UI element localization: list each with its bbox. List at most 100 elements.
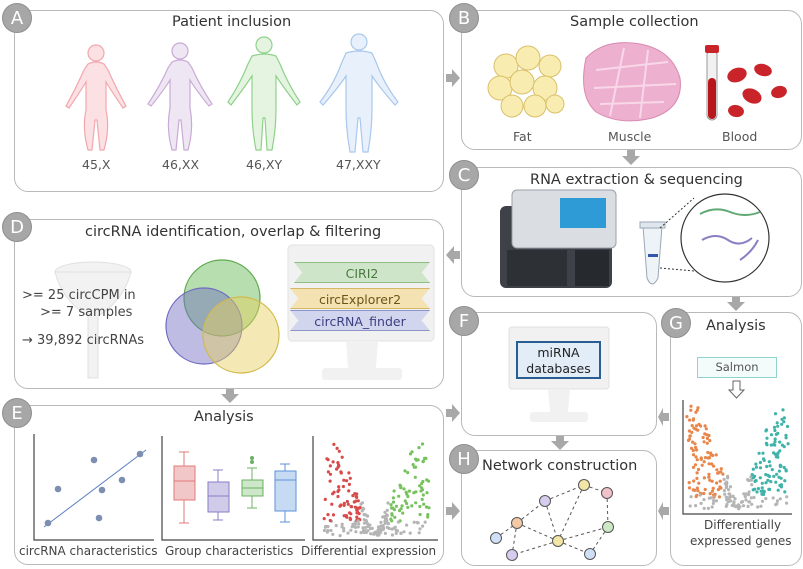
volcano-point (348, 517, 353, 522)
volcano-point (785, 424, 790, 429)
volcano-point (733, 497, 737, 501)
volcano-point (340, 525, 344, 529)
volcano-point (711, 486, 715, 490)
volcano-point (724, 486, 729, 490)
volcano-point (704, 427, 708, 431)
arrow-c-to-d (446, 246, 460, 264)
volcano-point (752, 495, 756, 500)
volcano-point (725, 480, 729, 484)
arrow-d-to-e (221, 389, 239, 403)
volcano-point (782, 420, 786, 424)
volcano-point (689, 408, 693, 412)
volcano-point (731, 494, 735, 498)
volcano-point (355, 509, 359, 513)
filter-criteria-line1: >= 25 circCPM in (22, 288, 136, 303)
volcano-point (385, 508, 389, 512)
volcano-point (426, 513, 430, 517)
volcano-point (687, 437, 692, 441)
volcano-point (410, 450, 414, 454)
volcano-point (780, 422, 784, 426)
volcano-point (782, 445, 786, 449)
network-node (584, 548, 596, 560)
volcano-point (784, 433, 788, 437)
volcano-point (747, 490, 751, 494)
volcano-point (389, 503, 393, 507)
volcano-point (351, 522, 355, 526)
volcano-point (427, 506, 431, 510)
volcano-point (346, 502, 350, 506)
volcano-point (776, 424, 780, 428)
karyotype-45x: 45,X (82, 157, 111, 172)
volcano-point (694, 424, 699, 428)
volcano-point (689, 446, 694, 450)
volcano-point (329, 528, 333, 533)
volcano-point (695, 458, 699, 462)
volcano-point (696, 467, 701, 472)
volcano-point (702, 506, 706, 510)
volcano-point (326, 513, 330, 517)
subplot-label-de: Differential expression (301, 544, 437, 558)
arrow-e-to-h (446, 502, 460, 520)
volcano-e-points (322, 442, 431, 538)
volcano-point (417, 446, 421, 450)
volcano-point (418, 484, 422, 488)
box-red (173, 451, 196, 524)
network-node (578, 479, 590, 491)
volcano-point (356, 519, 360, 523)
volcano-point (334, 524, 338, 528)
volcano-point (702, 498, 706, 502)
volcano-point (772, 425, 777, 429)
volcano-point (765, 464, 769, 469)
volcano-point (408, 531, 412, 535)
volcano-point (421, 460, 425, 464)
volcano-point (695, 471, 699, 475)
volcano-point (778, 440, 782, 444)
scatter-fit-line (43, 449, 147, 528)
filter-criteria-line2: >= 7 samples (40, 305, 133, 320)
volcano-point (366, 529, 370, 533)
volcano-point (761, 451, 765, 455)
volcano-point (379, 524, 383, 528)
volcano-point (361, 526, 365, 530)
volcano-point (707, 456, 712, 460)
volcano-point (331, 460, 335, 464)
volcano-point (413, 475, 417, 479)
volcano-point (421, 524, 425, 528)
volcano-point (328, 479, 332, 483)
volcano-point (694, 445, 698, 450)
volcano-point (694, 494, 698, 499)
volcano-point (750, 483, 754, 487)
volcano-point (405, 523, 409, 527)
volcano-point (354, 522, 358, 526)
panel-b-letter: B (449, 3, 479, 33)
network-node (506, 549, 518, 561)
volcano-point (381, 527, 385, 532)
volcano-point (414, 490, 418, 494)
volcano-point (424, 456, 428, 460)
volcano-point (706, 450, 710, 455)
volcano-point (703, 456, 708, 460)
box-purple (207, 469, 230, 521)
volcano-point (397, 494, 401, 498)
volcano-point (356, 525, 360, 529)
volcano-point (362, 521, 366, 525)
volcano-point (396, 520, 400, 524)
volcano-point (779, 483, 784, 487)
volcano-g-points (685, 404, 790, 511)
volcano-point (399, 486, 403, 490)
scatter-plot (33, 434, 154, 541)
volcano-point (378, 531, 382, 535)
network-node (601, 487, 613, 499)
volcano-point (755, 490, 759, 494)
volcano-point (726, 474, 730, 478)
volcano-point (751, 476, 756, 480)
volcano-point (771, 496, 775, 500)
arrow-f-to-h (551, 436, 569, 450)
tissue-blood-label: Blood (722, 129, 758, 144)
volcano-point (355, 495, 359, 499)
volcano-point (346, 531, 350, 535)
volcano-point (749, 496, 753, 500)
volcano-point (362, 530, 366, 535)
